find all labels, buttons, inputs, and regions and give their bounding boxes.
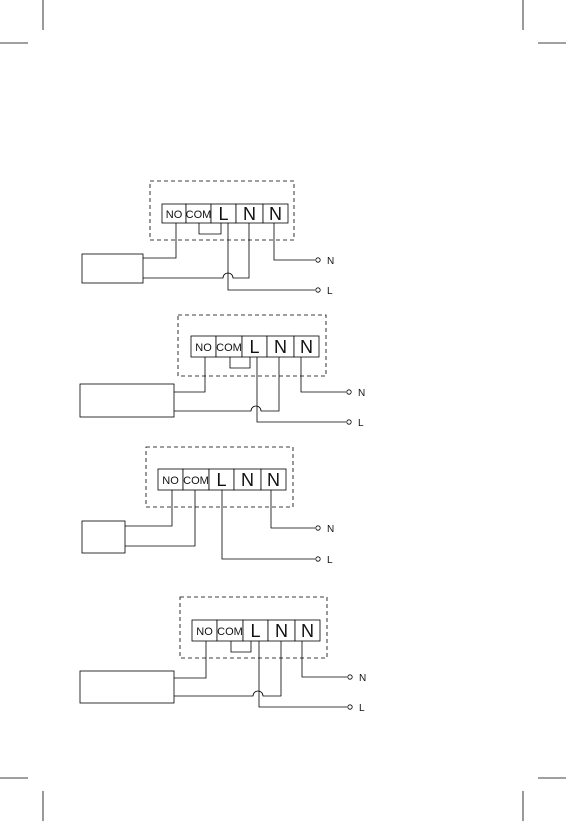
neutral-lead-label: N xyxy=(359,673,366,684)
terminal-label-n2: N xyxy=(301,621,314,641)
neutral-lead-label: N xyxy=(358,388,365,399)
terminal-label-n2: N xyxy=(269,204,282,224)
load-box xyxy=(80,384,174,417)
terminal-label-l: L xyxy=(249,337,259,357)
live-lead-label: L xyxy=(359,703,365,714)
terminal-label-n1: N xyxy=(243,204,256,224)
terminal-label-n1: N xyxy=(275,621,288,641)
neutral-lead-label: N xyxy=(327,256,334,267)
terminal-label-no: NO xyxy=(196,626,213,638)
wiring-diagram-2: NO COM L N N N L xyxy=(80,315,365,429)
terminal-label-n2: N xyxy=(300,337,313,357)
terminal-label-l: L xyxy=(218,204,228,224)
terminal-label-com: COM xyxy=(186,209,212,221)
terminal-label-l: L xyxy=(216,470,226,490)
terminal-label-n2: N xyxy=(267,470,280,490)
wiring-diagram-4: NO COM L N N N L xyxy=(80,597,366,714)
wires xyxy=(174,357,351,424)
terminal-label-no: NO xyxy=(166,209,183,221)
live-lead-label: L xyxy=(327,555,333,566)
neutral-lead-label: N xyxy=(327,524,334,535)
wiring-diagram-1: NO COM L N N N L xyxy=(82,181,334,297)
wiring-diagram-3: NO COM L N N N L xyxy=(82,447,334,566)
wires xyxy=(125,490,320,561)
terminal-label-l: L xyxy=(250,621,260,641)
terminal-label-n1: N xyxy=(241,470,254,490)
live-lead-label: L xyxy=(327,286,333,297)
terminal-label-no: NO xyxy=(195,342,212,354)
terminal-label-com: COM xyxy=(216,342,242,354)
terminal-label-com: COM xyxy=(217,626,243,638)
load-box xyxy=(82,521,125,553)
wires xyxy=(174,641,352,709)
load-box xyxy=(80,671,174,703)
terminal-label-com: COM xyxy=(183,475,209,487)
terminal-label-n1: N xyxy=(274,337,287,357)
load-box xyxy=(82,254,143,283)
terminal-label-no: NO xyxy=(162,475,179,487)
live-lead-label: L xyxy=(358,418,364,429)
